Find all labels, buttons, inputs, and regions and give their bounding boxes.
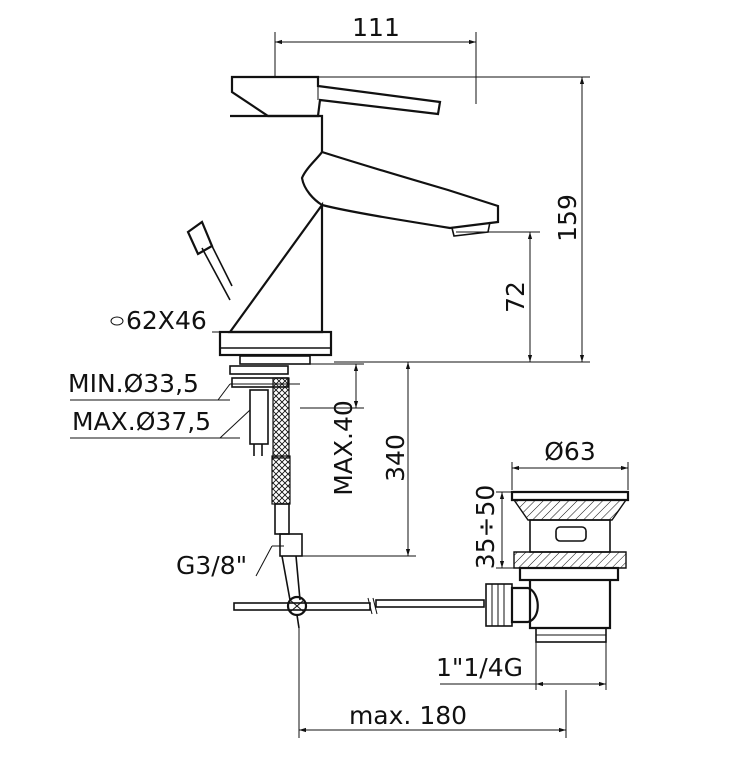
faucet-body [186, 75, 500, 357]
dim-width-111: 111 [352, 13, 400, 42]
dim-hose-length: 340 [381, 434, 410, 482]
dimension-labels: 111 159 72 62X46 MIN.Ø33,5 MAX.Ø37,5 MAX… [68, 13, 596, 730]
drain-rod [233, 595, 485, 629]
dim-drain-thread: 1"1/4G [436, 653, 523, 682]
dimension-lines [70, 32, 629, 738]
dim-max-thickness: MAX.40 [329, 400, 358, 496]
dim-drain-diameter: Ø63 [544, 437, 596, 466]
dim-drain-range: 35÷50 [471, 485, 500, 570]
dim-max-hole: MAX.Ø37,5 [72, 407, 211, 436]
mounting-assembly [229, 355, 311, 601]
dim-aerator: 62X46 [126, 306, 207, 335]
dim-min-hole: MIN.Ø33,5 [68, 369, 199, 398]
dim-connection: G3/8" [176, 551, 247, 580]
dim-height-159: 159 [553, 194, 582, 242]
dim-height-72: 72 [501, 281, 530, 313]
drain-assembly [485, 490, 630, 643]
dim-max-reach: max. 180 [349, 701, 467, 730]
